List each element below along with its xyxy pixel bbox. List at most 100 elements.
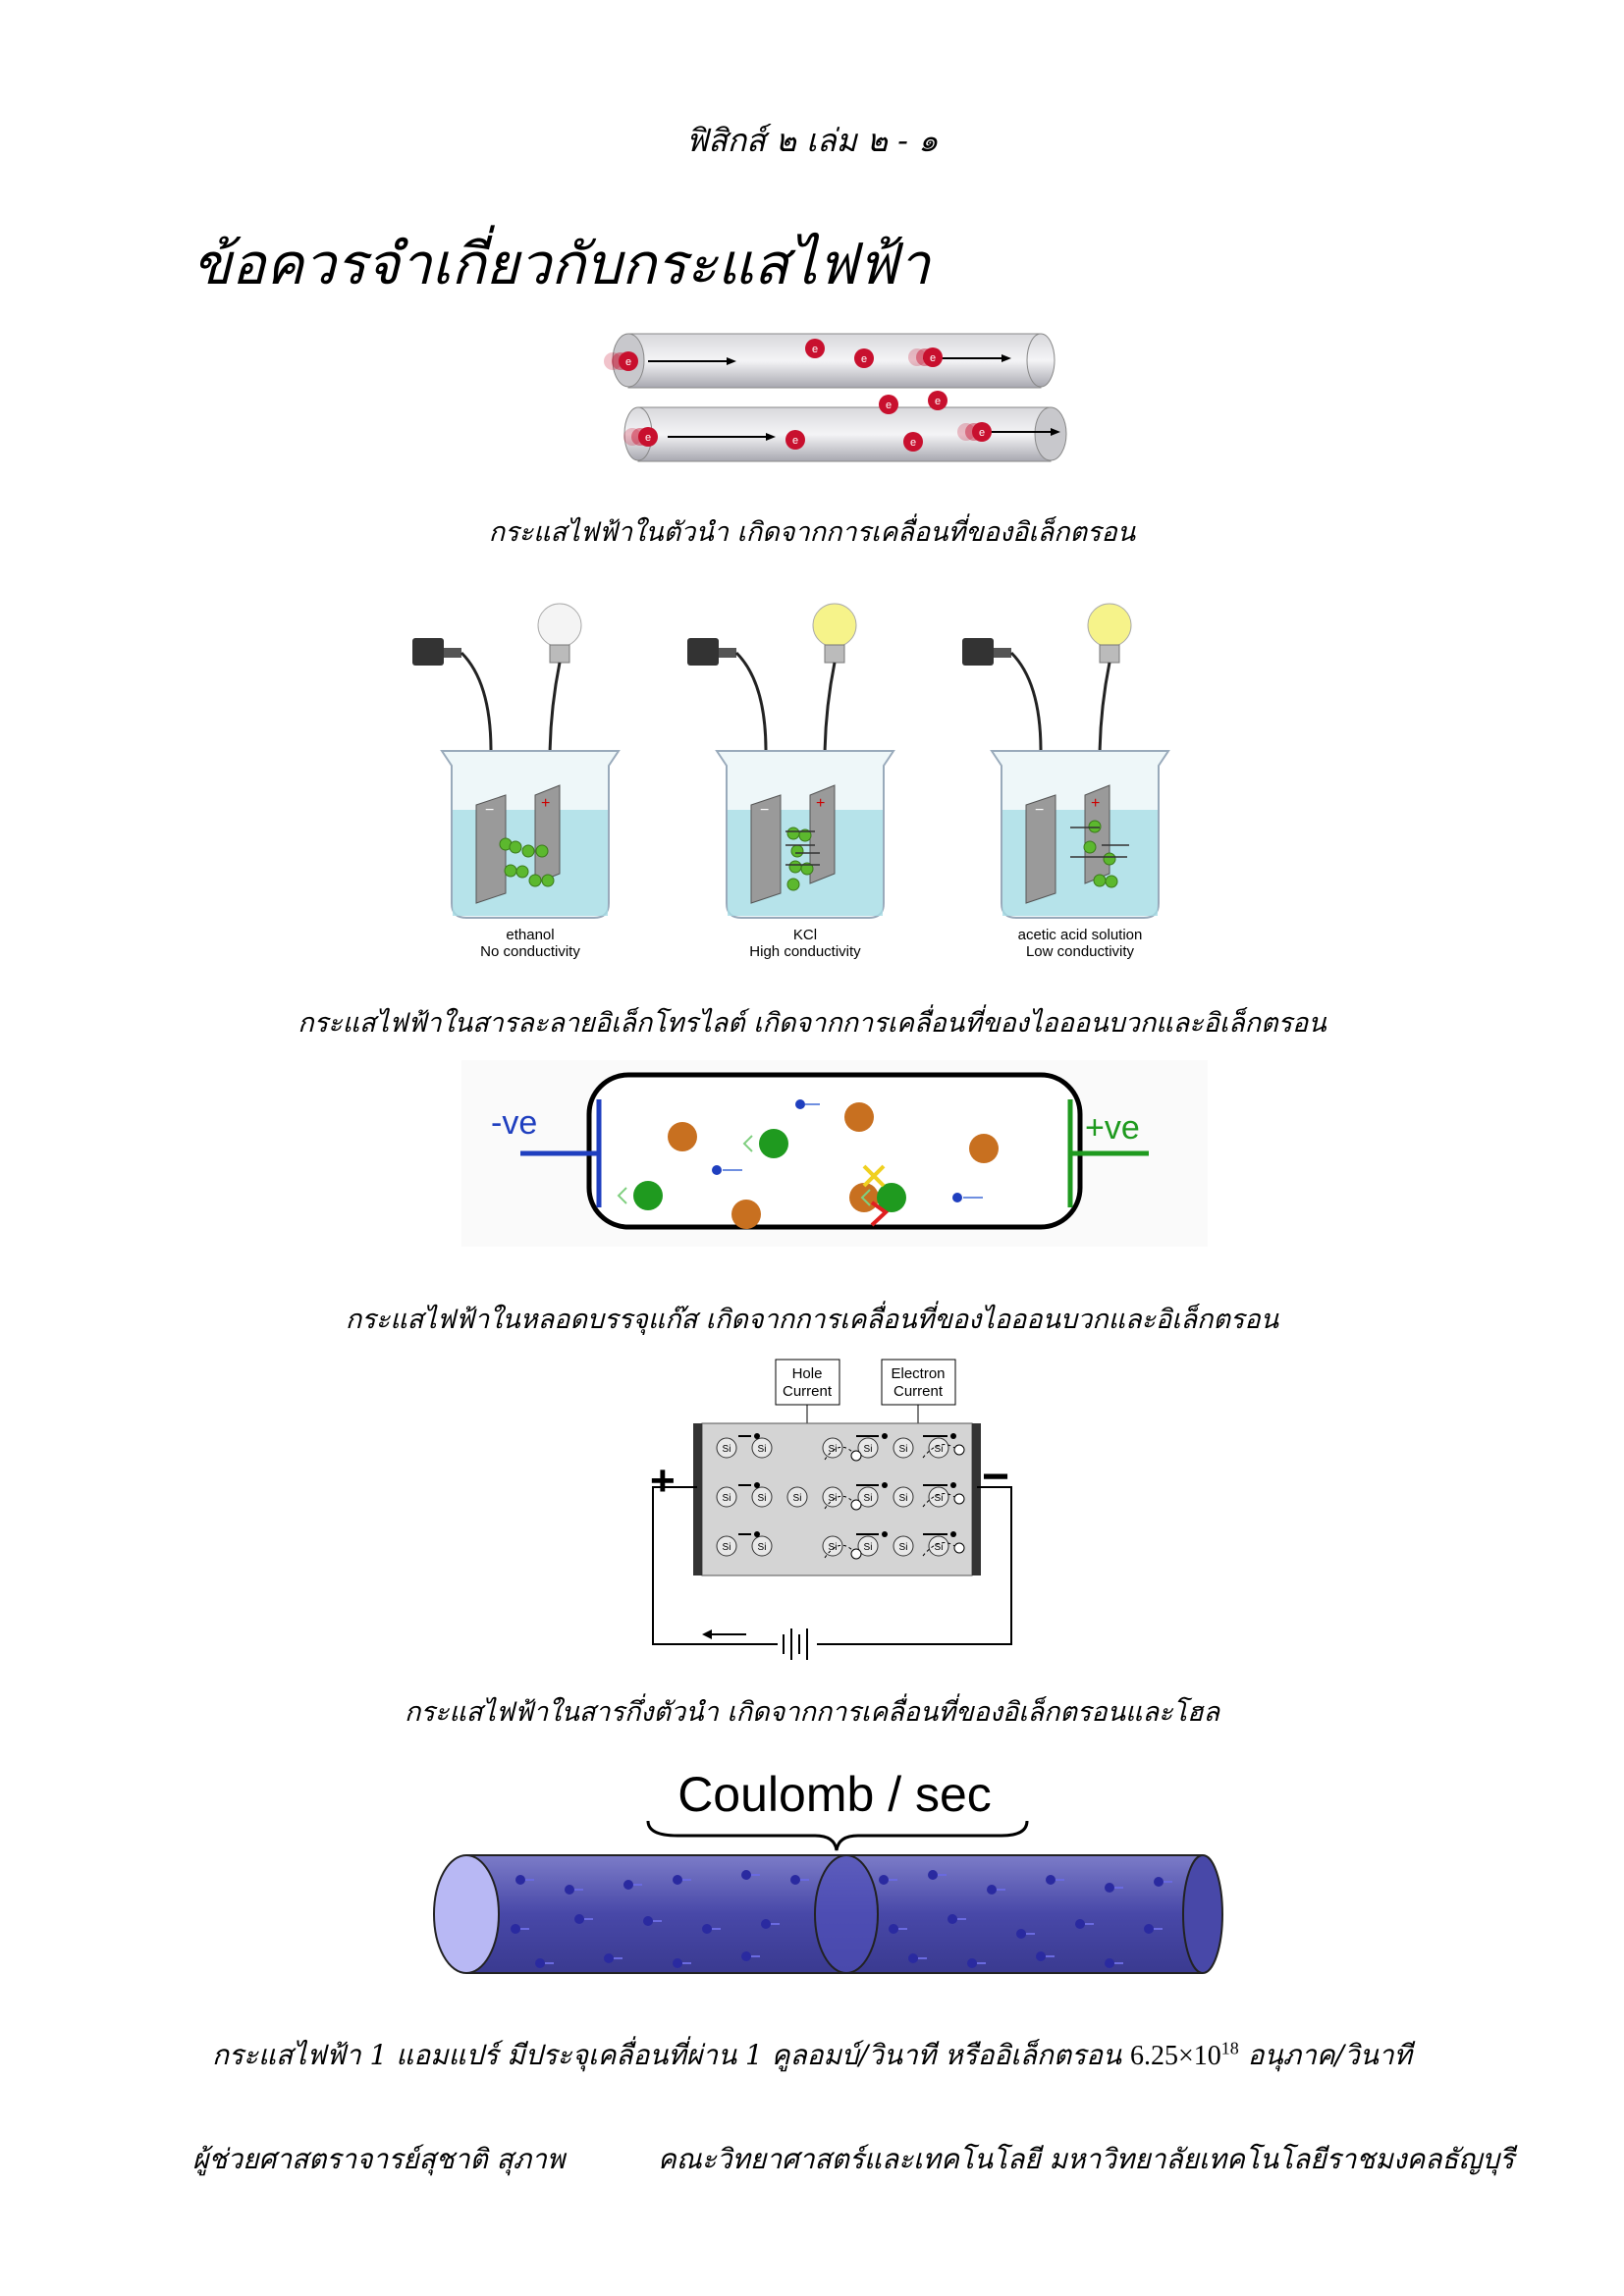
plus-sign: + [541, 795, 550, 812]
outlet-icon [962, 638, 994, 666]
svg-text:Si: Si [758, 1444, 767, 1455]
electron [1036, 1951, 1055, 1961]
electron [882, 1482, 888, 1488]
brace [646, 1820, 1029, 1851]
svg-text:Si: Si [829, 1542, 838, 1553]
silicon-atom: Si [857, 1535, 879, 1557]
electron [515, 1875, 534, 1885]
semiconductor-caption: กระแสไฟฟ้าในสารกึ่งตัวนำ เกิดจากการเคลื่… [404, 1697, 1220, 1728]
coulomb-caption: กระแสไฟฟ้า 1 แอมแปร์ มีประจุเคลื่อนที่ผ่… [0, 2034, 1624, 2077]
silicon-atom: Si [716, 1437, 737, 1459]
battery-icon [778, 1629, 817, 1660]
hole [953, 1542, 965, 1554]
svg-text:Si: Si [899, 1444, 908, 1455]
electron [741, 1870, 760, 1880]
electron [908, 1953, 927, 1963]
ion [1103, 852, 1116, 866]
electron [1046, 1875, 1064, 1885]
minus-terminal: − [982, 1451, 1009, 1503]
electron-label: e [645, 432, 651, 444]
current-arrow [702, 1629, 746, 1639]
plus-terminal: + [650, 1457, 676, 1505]
positive-electrode [693, 1423, 702, 1575]
solution-label: acetic acid solution [1018, 927, 1143, 943]
svg-text:Si: Si [864, 1493, 873, 1504]
solution-label: ethanol [506, 927, 554, 943]
electron-arrow [668, 433, 776, 441]
electron [712, 1165, 722, 1175]
electron [1105, 1883, 1123, 1893]
solution-label: KCl [793, 927, 817, 943]
ion [541, 874, 555, 887]
ion [535, 844, 549, 858]
neutral-atom [759, 1129, 788, 1158]
electron-label: e [792, 435, 798, 447]
ion [800, 862, 814, 876]
coulomb-caption-suffix: อนุภาค/วินาที [1247, 2039, 1413, 2071]
plus-sign: + [1091, 795, 1100, 812]
electron [741, 1951, 760, 1961]
silicon-atom: Si [822, 1437, 843, 1459]
electron-label: e [812, 344, 818, 355]
positive-ion [969, 1134, 999, 1163]
coulomb-figure: Coulomb / sec [433, 1767, 1223, 1974]
electron-label: e [625, 356, 631, 368]
electron-label: e [979, 427, 985, 439]
svg-text:Si: Si [723, 1444, 731, 1455]
svg-text:Si: Si [935, 1493, 944, 1504]
electron-label: e [861, 353, 867, 365]
electron [947, 1914, 966, 1924]
electron [643, 1916, 662, 1926]
footer-affiliation: คณะวิทยาศาสตร์และเทคโนโลยี มหาวิทยาลัยเท… [658, 2143, 1515, 2175]
positive-label: +ve [1085, 1109, 1140, 1147]
silicon-atom: Si [928, 1437, 949, 1459]
conductor-wire-bottom [623, 406, 1067, 462]
page-header: ฟิสิกส์ ๒ เล่ม ๒ - ๑ [685, 122, 939, 159]
electron [604, 1953, 623, 1963]
hole-path [824, 1446, 855, 1461]
negative-label: -ve [491, 1104, 537, 1142]
positive-ion [849, 1183, 879, 1212]
neutral-atom [633, 1181, 663, 1210]
svg-text:Si: Si [864, 1444, 873, 1455]
silicon-atom: Si [893, 1535, 914, 1557]
ion [786, 827, 800, 840]
electron [761, 1919, 780, 1929]
electron [673, 1958, 691, 1968]
electron [987, 1885, 1005, 1895]
ion [521, 844, 535, 858]
positive-ion [668, 1122, 697, 1151]
electron: e [928, 391, 947, 410]
ion [786, 878, 800, 891]
minus-sign: − [485, 802, 494, 819]
svg-text:Si: Si [829, 1493, 838, 1504]
electron [754, 1433, 760, 1439]
gas-tube-figure: -ve +ve [461, 1060, 1208, 1247]
outlet-icon [687, 638, 719, 666]
light-bulb-icon [812, 603, 857, 664]
ion [528, 874, 542, 887]
silicon-atom: Si [893, 1437, 914, 1459]
ion [1088, 820, 1102, 833]
outlet-icon [412, 638, 444, 666]
electron-arrow [648, 357, 736, 365]
electron [511, 1924, 529, 1934]
neutral-atom [877, 1183, 906, 1212]
hole [953, 1444, 965, 1456]
light-bulb-icon [1087, 603, 1132, 664]
electron: e [785, 430, 805, 450]
collision-mark [862, 1164, 890, 1227]
motion-arrow [742, 1135, 753, 1152]
svg-text:Si: Si [864, 1542, 873, 1553]
svg-text:Si: Si [935, 1542, 944, 1553]
electron [950, 1531, 956, 1537]
electron: e [908, 347, 943, 367]
hole-path [824, 1544, 855, 1559]
svg-text:Si: Si [758, 1542, 767, 1553]
svg-text:Current: Current [783, 1383, 833, 1400]
svg-text:Si: Si [758, 1493, 767, 1504]
electron [928, 1870, 947, 1880]
conductor-caption: กระแสไฟฟ้าในตัวนำ เกิดจากการเคลื่อนที่ขอ… [488, 517, 1136, 548]
